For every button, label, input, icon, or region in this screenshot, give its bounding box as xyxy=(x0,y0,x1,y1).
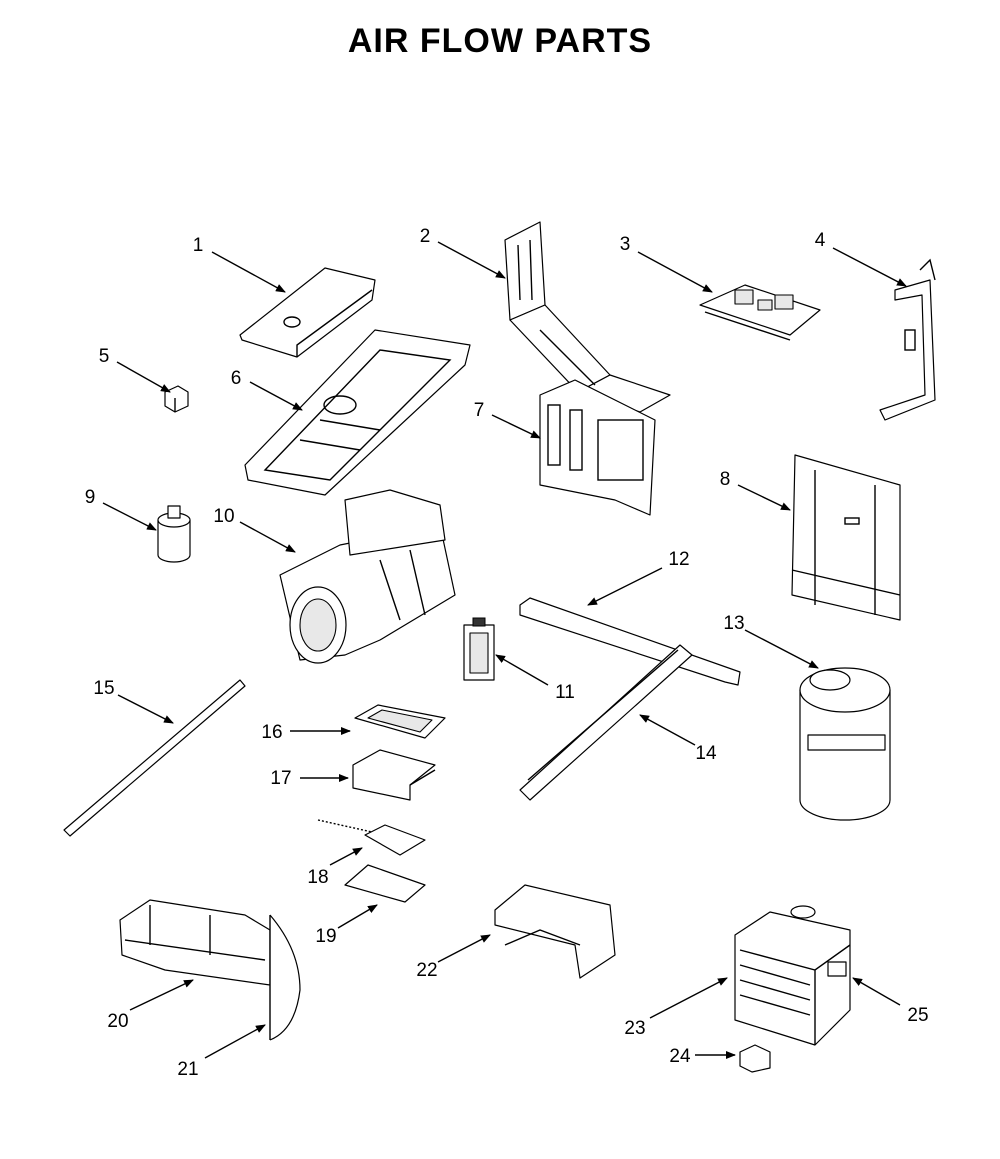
callout-14: 14 xyxy=(695,743,717,764)
callout-25: 25 xyxy=(907,1005,928,1026)
callout-16: 16 xyxy=(261,722,282,743)
part-13-drawing xyxy=(799,667,891,821)
callout-11: 11 xyxy=(555,682,575,703)
callout-7: 7 xyxy=(474,400,485,421)
part-25-drawing xyxy=(827,961,847,977)
part-6-drawing xyxy=(244,329,471,496)
leader-arrows xyxy=(102,241,907,1059)
callout-18: 18 xyxy=(307,867,328,888)
callout-9: 9 xyxy=(85,487,96,508)
part-21-drawing xyxy=(269,914,301,1041)
callout-8: 8 xyxy=(720,469,731,490)
page-title: AIR FLOW PARTS xyxy=(347,22,653,60)
part-7-drawing xyxy=(539,379,656,516)
callout-10: 10 xyxy=(213,506,234,527)
part-24-drawing xyxy=(739,1044,771,1073)
part-22-drawing xyxy=(494,884,616,979)
part-9-drawing xyxy=(157,505,191,563)
callout-5: 5 xyxy=(99,346,110,367)
callout-6: 6 xyxy=(231,368,242,389)
part-2-drawing xyxy=(504,221,671,413)
part-19-drawing xyxy=(344,864,426,903)
part-5-drawing xyxy=(164,385,189,413)
part-1-drawing xyxy=(239,267,376,358)
part-18-drawing xyxy=(317,819,426,856)
callout-13: 13 xyxy=(723,613,744,634)
part-10-drawing xyxy=(279,489,456,664)
part-12-drawing xyxy=(519,597,741,686)
part-8-drawing xyxy=(791,454,901,621)
part-23-drawing xyxy=(734,905,851,1046)
callout-3: 3 xyxy=(620,234,631,255)
callout-20: 20 xyxy=(107,1011,128,1032)
callout-17: 17 xyxy=(270,768,291,789)
callout-1: 1 xyxy=(193,235,204,256)
part-11-drawing xyxy=(463,617,495,681)
callout-labels: 1 2 3 4 5 6 7 8 9 10 11 12 13 14 15 16 1… xyxy=(85,226,929,1080)
part-3-drawing xyxy=(699,284,821,341)
callout-4: 4 xyxy=(815,230,826,251)
callout-22: 22 xyxy=(416,960,437,981)
part-20-drawing xyxy=(119,899,271,986)
part-15-drawing xyxy=(63,679,246,837)
part-16-drawing xyxy=(354,704,446,739)
callout-12: 12 xyxy=(668,549,689,570)
part-14-drawing xyxy=(519,644,693,801)
callout-15: 15 xyxy=(93,678,114,699)
callout-2: 2 xyxy=(420,226,431,247)
part-17-drawing xyxy=(352,749,436,801)
callout-24: 24 xyxy=(669,1046,691,1067)
callout-19: 19 xyxy=(315,926,336,947)
callout-21: 21 xyxy=(177,1059,198,1080)
callout-23: 23 xyxy=(624,1018,645,1039)
part-4-drawing xyxy=(879,258,936,421)
